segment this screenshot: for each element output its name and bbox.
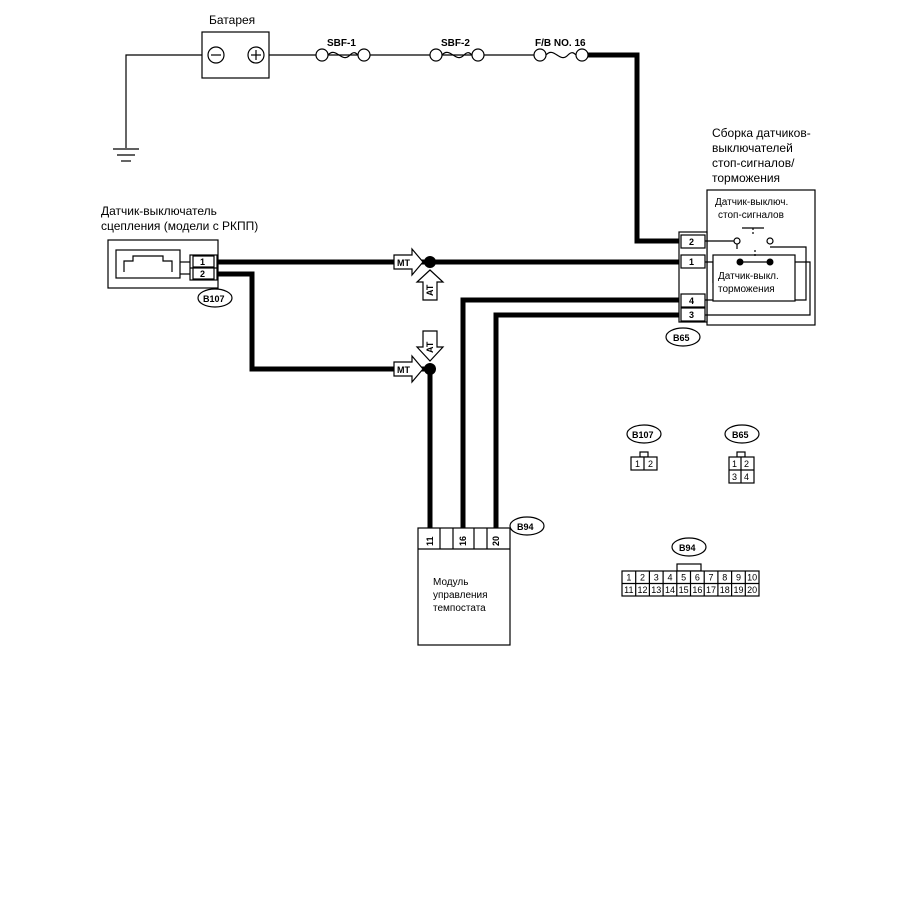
b94-key-tag [671, 537, 707, 557]
b65-key-face [728, 451, 755, 484]
assembly-label-line3: стоп-сигналов/ [712, 156, 795, 170]
b107-pin-2: 2 [200, 269, 205, 279]
b65-key-tag-label: B65 [732, 430, 749, 440]
b94-key-pin-2: 2 [640, 573, 645, 583]
b65-key-pin-4: 4 [744, 472, 749, 482]
b94-key-pin-18: 18 [720, 585, 730, 595]
mt-label-upper: MT [397, 258, 410, 268]
mt-arrow-upper [393, 247, 424, 277]
b94-pin-16: 16 [458, 536, 468, 546]
b65-pin-4: 4 [689, 296, 694, 306]
module-label-line1: Модуль [433, 577, 468, 588]
junction-dot-upper [424, 256, 436, 268]
b107-key-pin-1: 1 [635, 459, 640, 469]
b94-connector-tag [509, 516, 545, 536]
b65-pin-1: 1 [689, 257, 694, 267]
b65-pin-3: 3 [689, 310, 694, 320]
b94-key-pin-9: 9 [736, 573, 741, 583]
b107-key-face [630, 451, 658, 471]
battery-symbol [201, 31, 270, 79]
brake-switch-label-line2: торможения [718, 284, 775, 295]
wire-b65-pin4-to-b94-pin16 [460, 297, 679, 528]
b65-connector-tag [665, 327, 701, 347]
b107-key-pin-2: 2 [648, 459, 653, 469]
fuse-sbf2-label: SBF-2 [441, 38, 470, 49]
b94-key-pin-7: 7 [709, 573, 714, 583]
fuse-sbf1 [315, 48, 371, 62]
clutch-switch-label-line2: сцепления (модели с РКПП) [101, 219, 258, 233]
b94-key-pin-3: 3 [654, 573, 659, 583]
b94-key-pin-19: 19 [733, 585, 743, 595]
brake-switch-label-line1: Датчик-выкл. [718, 271, 779, 282]
b94-key-pin-13: 13 [651, 585, 661, 595]
b65-key-pin-3: 3 [732, 472, 737, 482]
b65-connector-tag-label: B65 [673, 333, 690, 343]
b94-key-pin-11: 11 [624, 585, 633, 595]
b94-key-pin-15: 15 [679, 585, 689, 595]
b94-key-pin-6: 6 [695, 573, 700, 583]
stop-switch-label-line1: Датчик-выключ. [715, 197, 788, 208]
module-label-line3: темпостата [433, 603, 486, 614]
b65-key-pin-2: 2 [744, 459, 749, 469]
b94-key-pin-8: 8 [722, 573, 727, 583]
fuse-sbf2 [429, 48, 485, 62]
at-arrow-down [415, 330, 445, 362]
b107-connector-tag-label: B107 [203, 294, 225, 304]
b94-key-pin-4: 4 [667, 573, 672, 583]
at-label-down: AT [425, 341, 435, 353]
ground-circuit [113, 54, 202, 162]
mt-label-lower: MT [397, 365, 410, 375]
wire-fuse-to-b65-pin2 [588, 52, 679, 244]
brake-switch-assembly [678, 189, 816, 326]
module-label-line2: управления [433, 590, 488, 601]
mt-arrow-lower [393, 354, 424, 384]
b94-connector-tag-label: B94 [517, 522, 534, 532]
assembly-label-line4: торможения [712, 171, 780, 185]
assembly-label-line2: выключателей [712, 141, 793, 155]
wire-b65-pin3-to-b94-pin20 [493, 312, 679, 528]
b65-pin-2: 2 [689, 237, 694, 247]
b94-key-pin-17: 17 [706, 585, 716, 595]
b107-connector-tag [197, 288, 233, 308]
b94-key-pin-1: 1 [626, 573, 631, 583]
cruise-control-module [417, 527, 511, 646]
battery-label: Батарея [209, 13, 255, 27]
stop-switch-label-line2: стоп-сигналов [718, 210, 784, 221]
clutch-switch [107, 239, 219, 289]
b94-pin-11: 11 [425, 536, 435, 546]
b94-key-tag-label: B94 [679, 543, 696, 553]
fuse-sbf1-label: SBF-1 [327, 38, 356, 49]
at-label-up: AT [425, 284, 435, 296]
b94-key-pin-16: 16 [692, 585, 702, 595]
b107-pin-1: 1 [200, 257, 205, 267]
b94-key-pin-20: 20 [747, 585, 757, 595]
assembly-label-line1: Сборка датчиков- [712, 126, 811, 140]
wire-b107-pin2-to-junction [218, 271, 430, 372]
at-arrow-up [415, 269, 445, 301]
b65-key-pin-1: 1 [732, 459, 737, 469]
junction-dot-lower [424, 363, 436, 375]
fuse-fb16-label: F/B NO. 16 [535, 38, 586, 49]
b94-pin-20: 20 [491, 536, 501, 546]
b107-key-tag-label: B107 [632, 430, 654, 440]
b65-key-tag [724, 424, 760, 444]
clutch-switch-label-line1: Датчик-выключатель [101, 204, 217, 218]
b94-key-pin-10: 10 [747, 573, 757, 583]
b94-key-pin-14: 14 [665, 585, 675, 595]
b94-key-pin-5: 5 [681, 573, 686, 583]
fuse-fb16 [533, 48, 589, 62]
b107-key-tag [626, 424, 662, 444]
b94-key-pin-12: 12 [638, 585, 648, 595]
